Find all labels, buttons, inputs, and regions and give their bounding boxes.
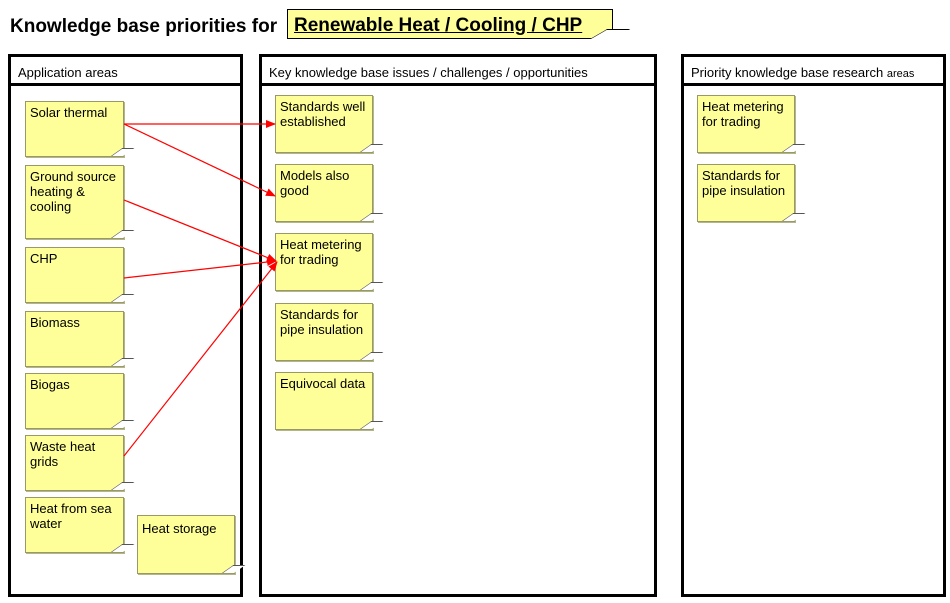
note-equivocal-data[interactable]: Equivocal data	[275, 372, 373, 430]
note-biomass[interactable]: Biomass	[25, 311, 124, 367]
note-standards-well-established[interactable]: Standards well established	[275, 95, 373, 153]
note-standards-pipe-insulation-priority[interactable]: Standards for pipe insulation	[697, 164, 795, 222]
note-solar-thermal[interactable]: Solar thermal	[25, 101, 124, 157]
note-heat-metering-issue[interactable]: Heat metering for trading	[275, 233, 373, 291]
priority-header-tail: areas	[886, 68, 915, 80]
note-heat-metering-priority[interactable]: Heat metering for trading	[697, 95, 795, 153]
note-ground-source[interactable]: Ground source heating & cooling	[25, 165, 124, 239]
page-title: Knowledge base priorities for	[10, 16, 278, 37]
note-waste-heat-grids[interactable]: Waste heat grids	[25, 435, 124, 491]
topic-label: Renewable Heat / Cooling / CHP	[287, 9, 613, 39]
note-standards-pipe-insulation-issue[interactable]: Standards for pipe insulation	[275, 303, 373, 361]
issues-header: Key knowledge base issues / challenges /…	[262, 57, 654, 86]
note-models-also-good[interactable]: Models also good	[275, 164, 373, 222]
note-heat-from-sea-water[interactable]: Heat from sea water	[25, 497, 124, 553]
priority-header: Priority knowledge base research areas	[684, 57, 943, 86]
application-areas-header: Application areas	[11, 57, 240, 86]
note-chp[interactable]: CHP	[25, 247, 124, 303]
priority-header-main: Priority knowledge base research	[691, 65, 884, 80]
note-biogas[interactable]: Biogas	[25, 373, 124, 429]
note-heat-storage[interactable]: Heat storage	[137, 515, 235, 574]
